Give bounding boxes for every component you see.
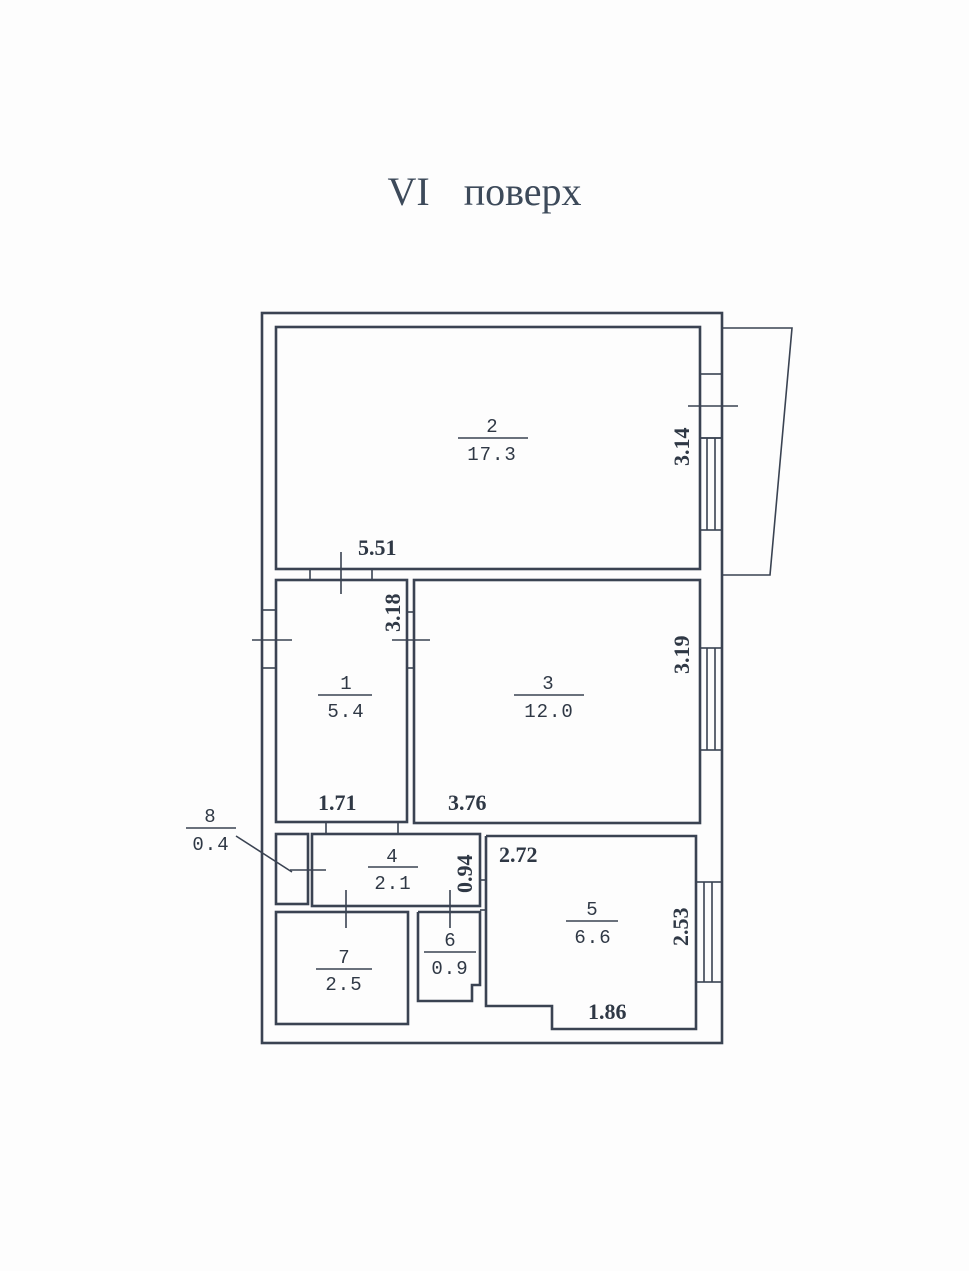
balcony-door — [688, 373, 738, 439]
room-4-number: 4 — [386, 846, 397, 868]
dim-room-3-width: 3.76 — [448, 790, 487, 815]
room-2-area: 17.3 — [467, 444, 517, 466]
room-3-label: 3 12.0 — [514, 673, 584, 723]
window-room-2 — [699, 437, 723, 531]
room-3-number: 3 — [542, 673, 553, 695]
door-room-2 — [309, 552, 373, 594]
room-8-outline — [274, 832, 310, 906]
room-6-label: 6 0.9 — [424, 930, 476, 980]
dim-room-5-width-bottom: 1.86 — [588, 999, 627, 1024]
dim-room-3-height: 3.19 — [669, 636, 694, 675]
room-4-area: 2.1 — [374, 873, 411, 895]
room-6-area: 0.9 — [431, 958, 468, 980]
dim-room-5-width-top: 2.72 — [499, 842, 538, 867]
room-5-outline — [484, 834, 698, 1031]
room-3-area: 12.0 — [524, 701, 574, 723]
plan-title: VI поверх — [0, 168, 969, 215]
room-8-area: 0.4 — [192, 834, 229, 856]
door-room-3 — [392, 611, 430, 669]
room-2-number: 2 — [486, 416, 497, 438]
room-8-label: 8 0.4 — [186, 806, 236, 856]
opening-room-5 — [480, 879, 486, 911]
room-8-number: 8 — [204, 806, 215, 828]
dim-room-2-height: 3.14 — [669, 428, 694, 467]
room-6-number: 6 — [444, 930, 455, 952]
floor-numeral: VI — [387, 169, 430, 214]
balcony-outline — [722, 327, 793, 576]
room-7-outline — [274, 910, 410, 1026]
dim-room-4-height: 0.94 — [452, 855, 477, 894]
room-1-label: 1 5.4 — [318, 673, 372, 723]
room-4-label: 4 2.1 — [368, 846, 418, 895]
door-room-8 — [290, 850, 326, 890]
room-1-area: 5.4 — [327, 701, 364, 723]
dim-room-5-height: 2.53 — [668, 908, 693, 947]
dim-room-1-width: 1.71 — [318, 790, 357, 815]
door-room-4 — [325, 821, 399, 835]
room-5-label: 5 6.6 — [566, 899, 618, 949]
room-7-number: 7 — [338, 947, 349, 969]
dim-room-1-height: 3.18 — [380, 594, 405, 633]
room-6-outline — [416, 910, 482, 1003]
entrance-door — [252, 609, 292, 669]
room-7-area: 2.5 — [325, 974, 362, 996]
room-5-number: 5 — [586, 899, 597, 921]
window-room-5 — [695, 881, 723, 983]
room-1-number: 1 — [340, 673, 351, 695]
room-5-area: 6.6 — [574, 927, 611, 949]
dim-room-2-width: 5.51 — [358, 535, 397, 560]
room-8-leader — [235, 835, 293, 873]
room-7-label: 7 2.5 — [316, 947, 372, 996]
window-room-3 — [699, 647, 723, 751]
room-2-label: 2 17.3 — [458, 416, 528, 466]
floor-word: поверх — [463, 169, 582, 214]
